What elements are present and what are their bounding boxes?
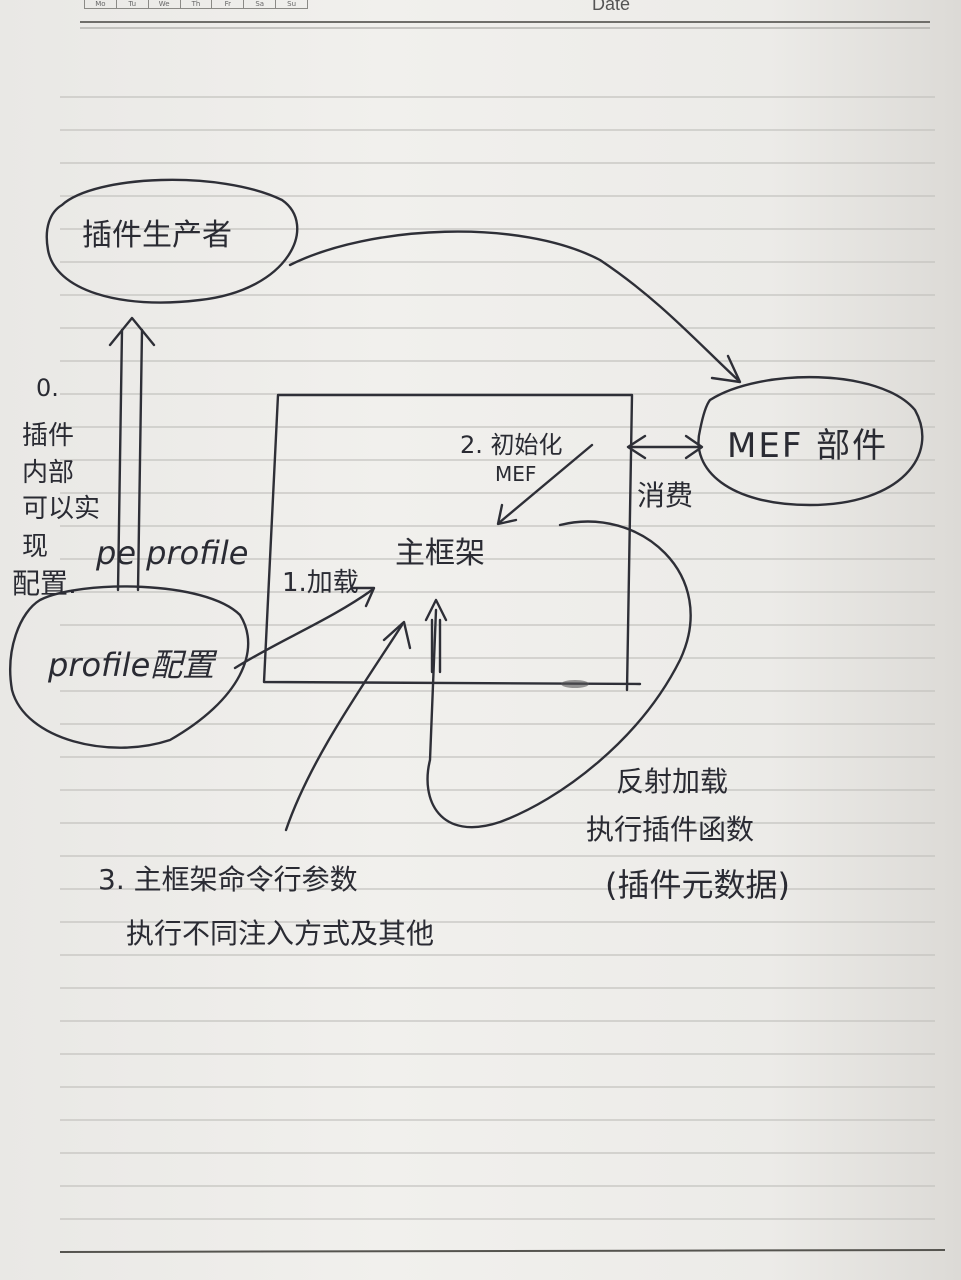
ellipse-plugin-producer (45, 178, 299, 304)
weekday-su: Su (287, 0, 297, 8)
weekday-sa: Sa (244, 0, 277, 8)
main-frame-box (262, 393, 642, 692)
date-label: Date (592, 0, 631, 14)
weekday-mo: Mo (85, 0, 117, 8)
ellipse-profile-config (9, 585, 250, 749)
step1-load: 1.加载 (282, 568, 359, 598)
arrow-profile-to-producer (116, 328, 144, 592)
step3-line1: 3. 主框架命令行参数 (98, 863, 358, 896)
arrow-load (233, 588, 374, 670)
consume-label: 消费 (637, 479, 694, 512)
node-plugin-producer: 插件生产者 (82, 218, 232, 253)
weekday-th: Th (181, 0, 213, 8)
ellipse-mef (697, 376, 924, 507)
weekday-we: We (149, 0, 181, 8)
node-profile-config: profile配置 (48, 646, 215, 684)
step2-line2: MEF (495, 462, 537, 486)
step0-line1: 插件 (22, 421, 75, 451)
reflect-line1: 反射加载 (616, 765, 729, 798)
step0-number: 0. (36, 374, 59, 402)
weekday-tu: Tu (117, 0, 149, 8)
step2-line1: 2. 初始化 (460, 431, 563, 459)
node-main-frame: 主框架 (395, 536, 485, 571)
arrow-command-line (284, 623, 404, 832)
arrow-reflect-loop (426, 520, 692, 829)
node-mef: MEF 部件 (727, 426, 889, 466)
step0-line4: 现 (22, 532, 49, 562)
arrow-initialize-mef (498, 443, 594, 524)
step0-line2: 内部 (22, 458, 75, 488)
reflect-line3: (插件元数据) (605, 866, 790, 904)
weekday-strip: Mo Tu We Th Fr Sa Su (84, 0, 308, 9)
step0-line5: 配置. (12, 567, 77, 600)
pe-profile-label: pe profile (96, 534, 249, 572)
step0-line3: 可以实 (22, 494, 101, 524)
arrow-producer-to-mef (288, 230, 740, 382)
weekday-fr: Fr (212, 0, 245, 8)
reflect-line2: 执行插件函数 (586, 813, 755, 846)
step3-line2: 执行不同注入方式及其他 (126, 917, 435, 950)
